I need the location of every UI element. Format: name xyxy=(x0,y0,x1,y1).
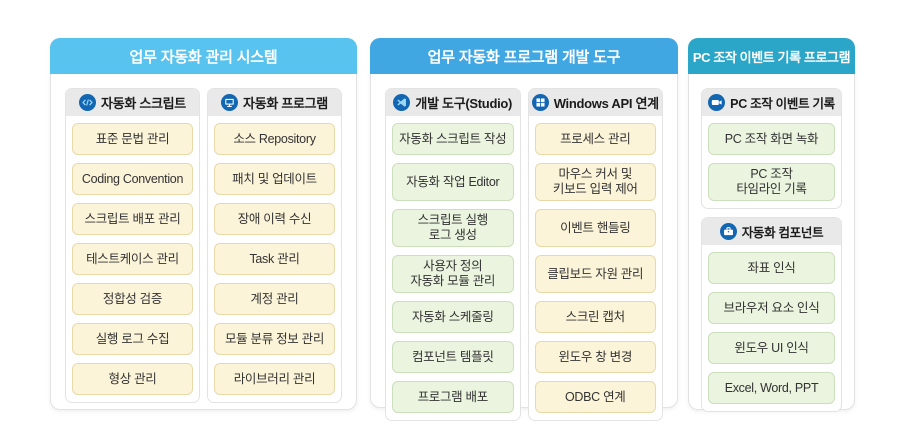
feature-box: PC 조작 화면 녹화 xyxy=(708,123,835,155)
column-header: PC 조작 이벤트 기록 xyxy=(702,89,841,116)
feature-box: 표준 문법 관리 xyxy=(72,123,193,155)
panel-automation-management-system: 업무 자동화 관리 시스템 자동화 스크립트 표준 문법 관리 Coding C… xyxy=(50,38,357,410)
monitor-icon xyxy=(221,94,239,111)
windows-icon xyxy=(531,94,549,111)
feature-box: 윈도우 창 변경 xyxy=(534,341,656,373)
feature-box: Coding Convention xyxy=(72,163,193,195)
feature-box: 윈도우 UI 인식 xyxy=(708,332,835,364)
feature-box: 모듈 분류 정보 관리 xyxy=(214,323,335,355)
column-header: 자동화 컴포넌트 xyxy=(702,218,841,245)
column-automation-program: 자동화 프로그램 소스 Repository 패치 및 업데이트 장애 이력 수… xyxy=(207,88,342,403)
feature-box: Excel, Word, PPT xyxy=(708,372,835,404)
feature-box: ODBC 연계 xyxy=(534,381,656,413)
column-title: PC 조작 이벤트 기록 xyxy=(730,97,835,111)
feature-box: 프로그램 배포 xyxy=(392,381,514,413)
feature-box: 스크립트 실행 로그 생성 xyxy=(392,209,514,247)
feature-box: 정합성 검증 xyxy=(72,283,193,315)
panel-columns: 개발 도구(Studio) 자동화 스크립트 작성 자동화 작업 Editor … xyxy=(371,74,677,435)
item-list: 자동화 스크립트 작성 자동화 작업 Editor 스크립트 실행 로그 생성 … xyxy=(386,116,520,420)
column-header: 자동화 스크립트 xyxy=(66,89,199,116)
feature-box: 패치 및 업데이트 xyxy=(214,163,335,195)
feature-box: 스크립트 배포 관리 xyxy=(72,203,193,235)
column-title: 자동화 스크립트 xyxy=(101,96,186,111)
feature-box: 스크린 캡처 xyxy=(534,301,656,333)
video-camera-icon xyxy=(708,94,726,111)
feature-box: 라이브러리 관리 xyxy=(214,363,335,395)
feature-box: 자동화 작업 Editor xyxy=(392,163,514,201)
panel-title: 업무 자동화 프로그램 개발 도구 xyxy=(370,38,678,74)
feature-box: 사용자 정의 자동화 모듈 관리 xyxy=(392,255,514,293)
column-header: Windows API 연계 xyxy=(528,89,662,116)
visual-studio-icon xyxy=(393,94,411,111)
feature-box: 실행 로그 수집 xyxy=(72,323,193,355)
panel-development-tools: 업무 자동화 프로그램 개발 도구 개발 도구(Studio) 자동화 스크립트… xyxy=(370,38,678,421)
item-list: 프로세스 관리 마우스 커서 및 키보드 입력 제어 이벤트 핸들링 클립보드 … xyxy=(529,116,663,420)
feature-box: 마우스 커서 및 키보드 입력 제어 xyxy=(534,163,656,201)
panel-title: PC 조작 이벤트 기록 프로그램 xyxy=(688,38,855,74)
feature-box: 좌표 인식 xyxy=(708,252,835,284)
column-title: 자동화 프로그램 xyxy=(243,96,328,111)
code-icon xyxy=(79,94,97,111)
panel-pc-event-recording: PC 조작 이벤트 기록 프로그램 PC 조작 이벤트 기록 PC 조작 화면 … xyxy=(688,38,855,412)
item-list: PC 조작 화면 녹화 PC 조작 타임라인 기록 xyxy=(702,116,841,208)
column-dev-tool-studio: 개발 도구(Studio) 자동화 스크립트 작성 자동화 작업 Editor … xyxy=(385,88,521,421)
feature-box: 이벤트 핸들링 xyxy=(534,209,656,247)
column-title: Windows API 연계 xyxy=(553,96,659,111)
column-title: 자동화 컴포넌트 xyxy=(741,226,824,240)
feature-box: 컴포넌트 템플릿 xyxy=(392,341,514,373)
feature-box: PC 조작 타임라인 기록 xyxy=(708,163,835,201)
feature-box: 프로세스 관리 xyxy=(534,123,656,155)
feature-box: 소스 Repository xyxy=(214,123,335,155)
item-list: 표준 문법 관리 Coding Convention 스크립트 배포 관리 테스… xyxy=(66,116,199,402)
panel-columns: 자동화 스크립트 표준 문법 관리 Coding Convention 스크립트… xyxy=(51,74,356,417)
feature-box: 계정 관리 xyxy=(214,283,335,315)
column-title: 개발 도구(Studio) xyxy=(415,96,513,111)
section-automation-components: 자동화 컴포넌트 좌표 인식 브라우저 요소 인식 윈도우 UI 인식 Exce… xyxy=(701,217,842,412)
feature-box: 브라우저 요소 인식 xyxy=(708,292,835,324)
feature-box: 자동화 스크립트 작성 xyxy=(392,123,514,155)
item-list: 소스 Repository 패치 및 업데이트 장애 이력 수신 Task 관리… xyxy=(208,116,341,402)
column-header: 자동화 프로그램 xyxy=(208,89,341,116)
column-automation-script: 자동화 스크립트 표준 문법 관리 Coding Convention 스크립트… xyxy=(65,88,200,403)
feature-box: Task 관리 xyxy=(214,243,335,275)
feature-box: 테스트케이스 관리 xyxy=(72,243,193,275)
briefcase-icon xyxy=(719,223,737,240)
feature-box: 자동화 스케줄링 xyxy=(392,301,514,333)
panel-title: 업무 자동화 관리 시스템 xyxy=(50,38,357,74)
column-windows-api: Windows API 연계 프로세스 관리 마우스 커서 및 키보드 입력 제… xyxy=(527,88,663,421)
feature-box: 장애 이력 수신 xyxy=(214,203,335,235)
feature-box: 클립보드 자원 관리 xyxy=(534,255,656,293)
item-list: 좌표 인식 브라우저 요소 인식 윈도우 UI 인식 Excel, Word, … xyxy=(702,245,841,411)
section-pc-event-record: PC 조작 이벤트 기록 PC 조작 화면 녹화 PC 조작 타임라인 기록 xyxy=(701,88,842,209)
feature-box: 형상 관리 xyxy=(72,363,193,395)
column-header: 개발 도구(Studio) xyxy=(386,89,520,116)
panel-columns: PC 조작 이벤트 기록 PC 조작 화면 녹화 PC 조작 타임라인 기록 자… xyxy=(689,74,854,426)
